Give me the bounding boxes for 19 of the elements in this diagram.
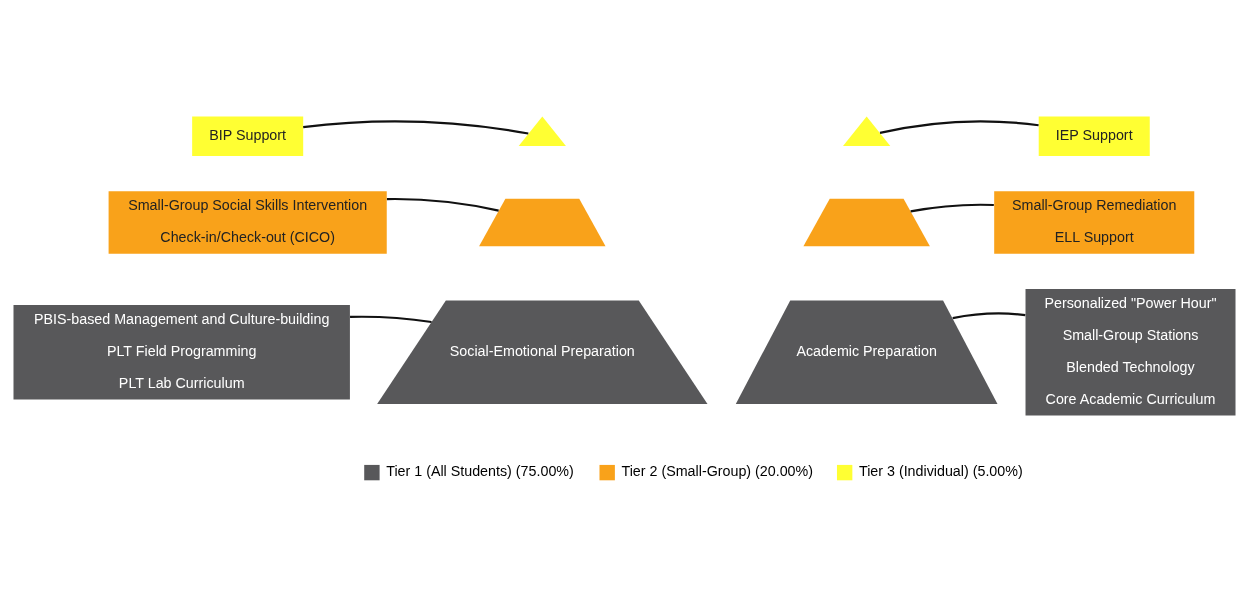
- node-box: PBIS-based Management and Culture-building PLT Field Programming PLT Lab Curriculum: [13, 304, 350, 400]
- legend-label: Tier 3 (Individual) (5.00%): [858, 463, 1023, 480]
- connector: [386, 197, 499, 212]
- node-triangle: [518, 116, 566, 147]
- node-box: Small-Group Social Skills Intervention Check-in/Check-out (CICO): [108, 191, 387, 254]
- legend-label: Tier 1 (All Students) (75.00%): [386, 463, 574, 480]
- connector: [910, 203, 994, 213]
- node-box: BIP Support: [192, 116, 304, 156]
- node-triangle: [843, 116, 891, 147]
- connector: [879, 120, 1039, 134]
- legend-label: Tier 2 (Small-Group) (20.00%): [621, 463, 814, 480]
- node-box: IEP Support: [1038, 116, 1150, 156]
- node-trapezium: [479, 198, 606, 247]
- node-trapezium: [803, 198, 930, 247]
- node-box: Personalized "Power Hour" Small-Group Stations Blended Technology Core Academic Curriculum: [1025, 289, 1236, 416]
- connector: [303, 120, 529, 135]
- connector: [350, 315, 432, 324]
- connector: [952, 312, 1026, 320]
- node-box: Small-Group Remediation ELL Support: [994, 191, 1195, 254]
